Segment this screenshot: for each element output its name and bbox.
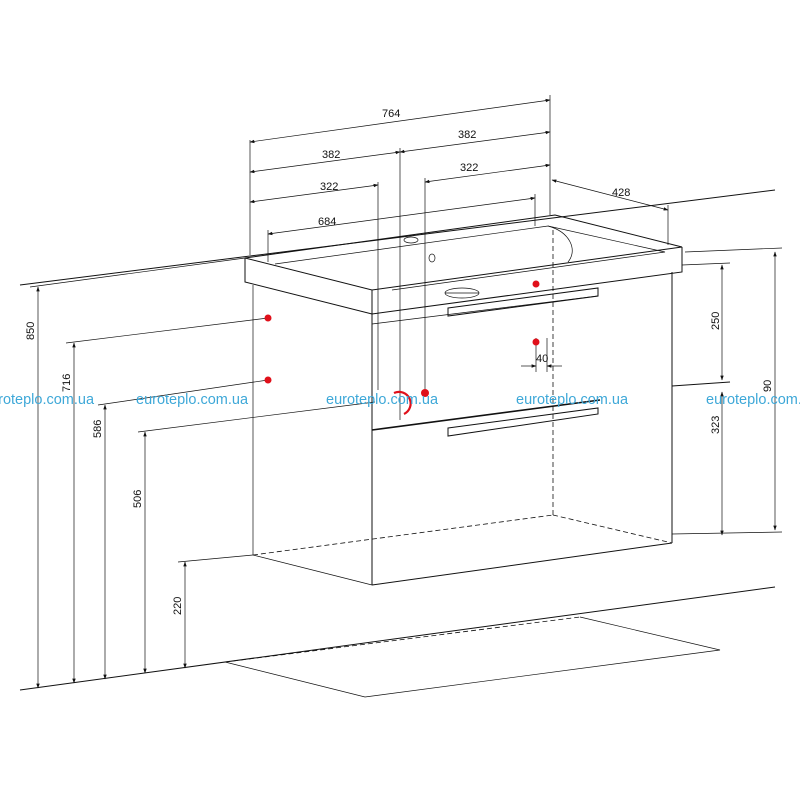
dimension-506-label: 506: [132, 490, 144, 508]
drain-marker: [393, 390, 412, 415]
dimension-382-right-label: 382: [458, 129, 476, 141]
marker-point: [532, 338, 540, 346]
dimension-382-right: 382: [399, 129, 551, 154]
dimension-382-left: 382: [249, 148, 401, 420]
dimension-90-label: 90: [762, 380, 774, 392]
watermark-text: euroteplo.com.ua: [0, 392, 95, 408]
dimension-322-left-label: 322: [320, 181, 338, 193]
dimension-40: 40: [521, 338, 562, 372]
dimension-850-label: 850: [25, 322, 37, 340]
dimension-322-right: 322: [424, 162, 551, 395]
dimension-716-label: 716: [61, 374, 73, 392]
dimension-586: 586: [92, 379, 269, 680]
dimension-428: 428: [551, 179, 669, 245]
dimension-684-label: 684: [318, 216, 336, 228]
dimension-220-label: 220: [172, 597, 184, 615]
dimension-323-label: 323: [710, 416, 722, 434]
dimension-764-label: 764: [382, 108, 400, 120]
dimension-220: 220: [172, 554, 254, 669]
drawer-upper: [371, 287, 599, 325]
floor-lines: [19, 189, 776, 698]
watermark-row: euroteplo.com.ua euroteplo.com.ua eurote…: [0, 392, 800, 408]
dimension-40-label: 40: [536, 353, 548, 365]
dimension-850: 850: [25, 257, 246, 689]
connection-markers: [264, 280, 540, 415]
marker-point: [264, 376, 272, 384]
dimension-322-right-label: 322: [460, 162, 478, 174]
dimension-90: 90: [671, 247, 783, 535]
cabinet-body: [252, 230, 673, 586]
basin-top: [244, 214, 683, 315]
dimension-506: 506: [132, 401, 376, 674]
dimension-323: 323: [710, 391, 724, 536]
marker-point: [264, 314, 272, 322]
dimension-250: 250: [681, 262, 731, 381]
marker-point: [421, 389, 429, 397]
dimension-322-left: 322: [249, 181, 379, 390]
dimension-428-label: 428: [612, 187, 630, 199]
dimension-586-label: 586: [92, 420, 104, 438]
watermark-text: euroteplo.com.ua: [516, 392, 629, 408]
watermark-text: euroteplo.com.ua: [136, 392, 249, 408]
watermark-text: euroteplo.com.ua: [706, 392, 800, 408]
dimension-250-label: 250: [710, 312, 722, 330]
dimension-684: 684: [267, 194, 536, 262]
dimension-382-left-label: 382: [322, 149, 340, 161]
watermark-text: euroteplo.com.ua: [326, 392, 439, 408]
marker-point: [532, 280, 540, 288]
dimension-716: 716: [61, 317, 269, 684]
drawer-lower: [371, 381, 731, 437]
